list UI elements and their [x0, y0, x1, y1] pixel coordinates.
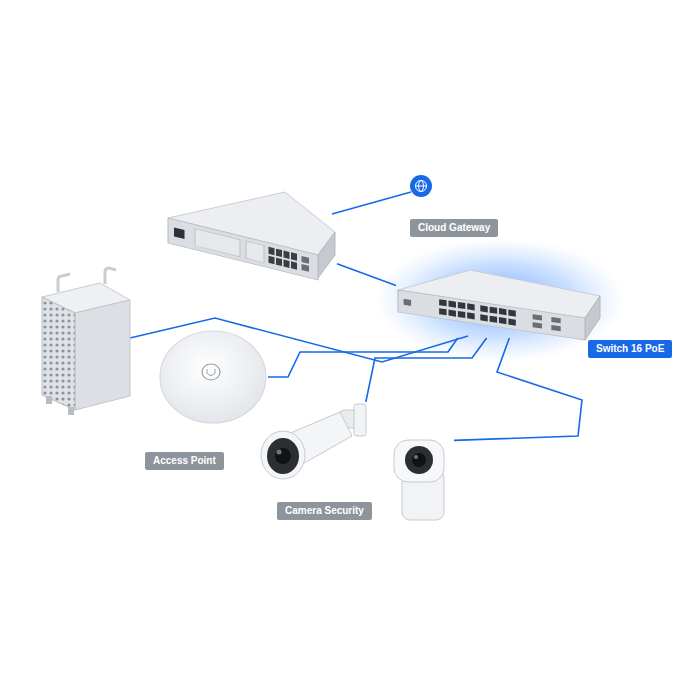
access-point: [160, 331, 266, 423]
device-node: Camera Security: [258, 402, 454, 522]
gateway-device: [168, 192, 335, 280]
device-node: Cloud Gateway: [165, 190, 337, 280]
network-cable: [366, 338, 487, 402]
network-cable: [454, 338, 582, 440]
device-label: Camera Security: [277, 502, 372, 520]
device-label: Cloud Gateway: [410, 219, 498, 237]
globe-icon: [410, 175, 432, 197]
computer-tower: [42, 268, 130, 415]
network-cable: [337, 264, 396, 286]
switch-device: [398, 270, 600, 340]
bullet-camera: [261, 404, 366, 479]
flex-camera: [394, 440, 444, 520]
internet-wire: [332, 192, 411, 214]
device-label: Switch 16 PoE: [588, 340, 672, 358]
device-label: Access Point: [145, 452, 224, 470]
device-node: Access Point: [158, 330, 268, 424]
device-node: Switch 16 PoE: [396, 268, 602, 338]
